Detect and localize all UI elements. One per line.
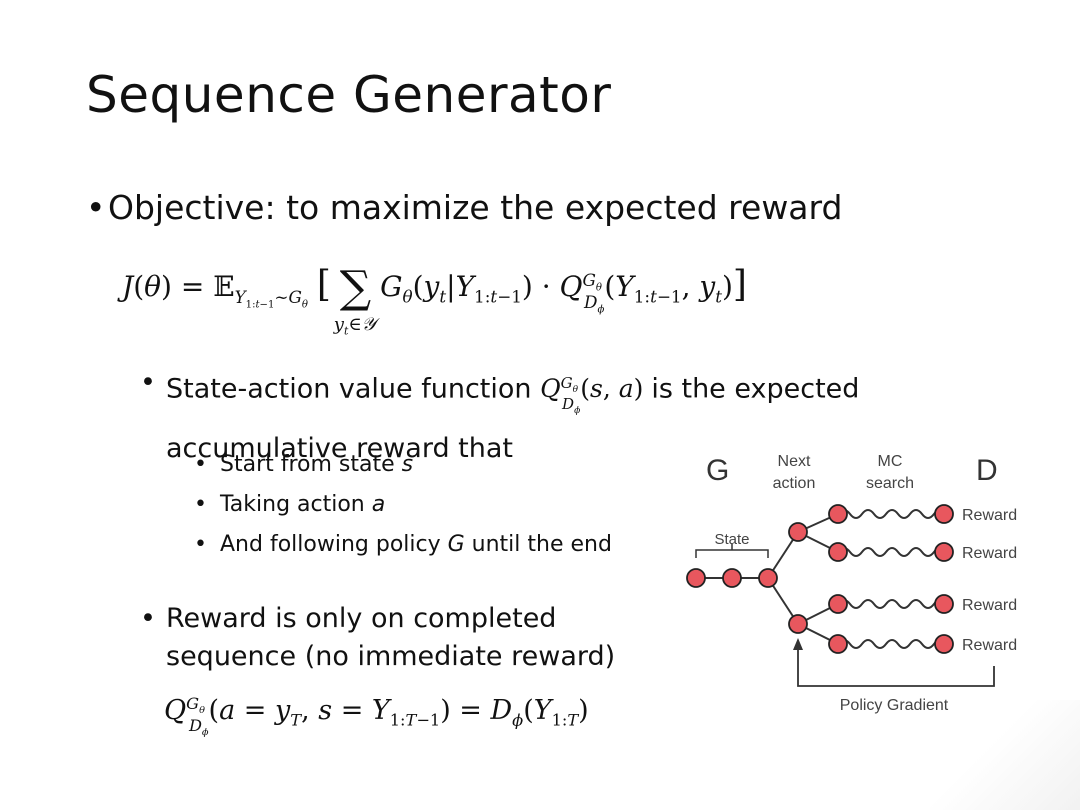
corner-shade xyxy=(930,700,1080,810)
end-node xyxy=(934,504,954,524)
bullet-dot: • xyxy=(194,532,207,557)
objective-formula: J(θ) = 𝔼Y1:t−1∼Gθ [ ∑yt∈𝒴 Gθ(yt|Y1:t−1) … xyxy=(122,262,747,338)
sub-bullet-2: • Taking action a xyxy=(194,492,385,517)
sub-bullet-1-pre: Start from state xyxy=(220,452,402,477)
label-policy-gradient: Policy Gradient xyxy=(840,697,949,714)
bullet-dot: • xyxy=(140,367,156,398)
label-action: action xyxy=(773,475,816,492)
rollout-node xyxy=(828,504,848,524)
reward-label: Reward xyxy=(962,545,1017,562)
end-node xyxy=(934,634,954,654)
policy-gradient-line xyxy=(797,646,995,687)
sub-bullet-1: • Start from state s xyxy=(194,452,413,477)
bullet-reward-line1: Reward is only on completed xyxy=(166,603,557,634)
sub-bullet-3-text: And following policy G until the end xyxy=(220,532,612,557)
bullet-state-action-body: State-action value function QGθDϕ(s, a) … xyxy=(166,364,859,468)
seqgan-diagram: G Next action MC search D State xyxy=(686,453,1017,714)
sub-bullet-2-var: a xyxy=(371,492,386,517)
sub-bullet-3: • And following policy G until the end xyxy=(194,532,612,557)
state-node xyxy=(686,568,706,588)
mc-rollout xyxy=(837,509,947,519)
bullet-objective-text: Objective: to maximize the expected rewa… xyxy=(108,188,843,227)
bullet-dot: • xyxy=(86,188,106,227)
action-node xyxy=(788,614,808,634)
bullet-dot: • xyxy=(194,452,207,477)
mc-rollout xyxy=(837,547,947,557)
sub-bullet-2-text: Taking action a xyxy=(220,492,385,517)
rollout-node xyxy=(828,634,848,654)
bullet-state-action-line2: accumulative reward that xyxy=(166,433,513,465)
slide-title: Sequence Generator xyxy=(86,66,612,124)
sub-bullet-1-text: Start from state s xyxy=(220,452,413,477)
mc-rollout xyxy=(837,599,947,609)
label-search: search xyxy=(866,475,914,492)
sub-bullet-2-pre: Taking action xyxy=(220,492,372,517)
bullet-state-action: • State-action value function QGθDϕ(s, a… xyxy=(140,364,859,468)
end-node xyxy=(934,542,954,562)
sub-bullet-3-post: until the end xyxy=(464,532,612,557)
label-mc: MC xyxy=(878,453,903,470)
action-node xyxy=(788,522,808,542)
reward-label: Reward xyxy=(962,637,1017,654)
bullet-dot: • xyxy=(140,603,156,634)
bullet-state-action-line1: State-action value function QGθDϕ(s, a) … xyxy=(166,364,859,430)
end-node xyxy=(934,594,954,614)
label-next: Next xyxy=(778,453,811,470)
sub-bullet-3-pre: And following policy xyxy=(220,532,448,557)
sub-bullet-1-var: s xyxy=(401,452,414,477)
reward-label: Reward xyxy=(962,597,1017,614)
label-g: G xyxy=(706,454,729,487)
rollout-node xyxy=(828,594,848,614)
bullet-reward-body: Reward is only on completed sequence (no… xyxy=(166,600,615,676)
bullet-state-action-pre: State-action value function xyxy=(166,373,532,405)
bullet-dot: • xyxy=(194,492,207,517)
sub-bullet-3-var: G xyxy=(447,532,465,557)
bullet-reward-line2: sequence (no immediate reward) xyxy=(166,641,616,672)
arrow-head-icon xyxy=(793,638,803,650)
terminal-reward-formula: QGθDϕ(a = yT, s = Y1:T−1) = Dϕ(Y1:T) xyxy=(164,694,589,739)
label-d: D xyxy=(976,454,998,487)
bullet-objective: • Objective: to maximize the expected re… xyxy=(86,188,842,227)
q-symbol: QGθDϕ(s, a) xyxy=(540,374,652,417)
bullet-state-action-post: is the expected xyxy=(651,373,860,405)
state-node xyxy=(758,568,778,588)
mc-rollout xyxy=(837,639,947,649)
rollout-node xyxy=(828,542,848,562)
bullet-reward: • Reward is only on completed sequence (… xyxy=(140,600,615,676)
reward-label: Reward xyxy=(962,507,1017,524)
label-state: State xyxy=(714,531,749,548)
state-bracket xyxy=(695,544,769,558)
state-node xyxy=(722,568,742,588)
